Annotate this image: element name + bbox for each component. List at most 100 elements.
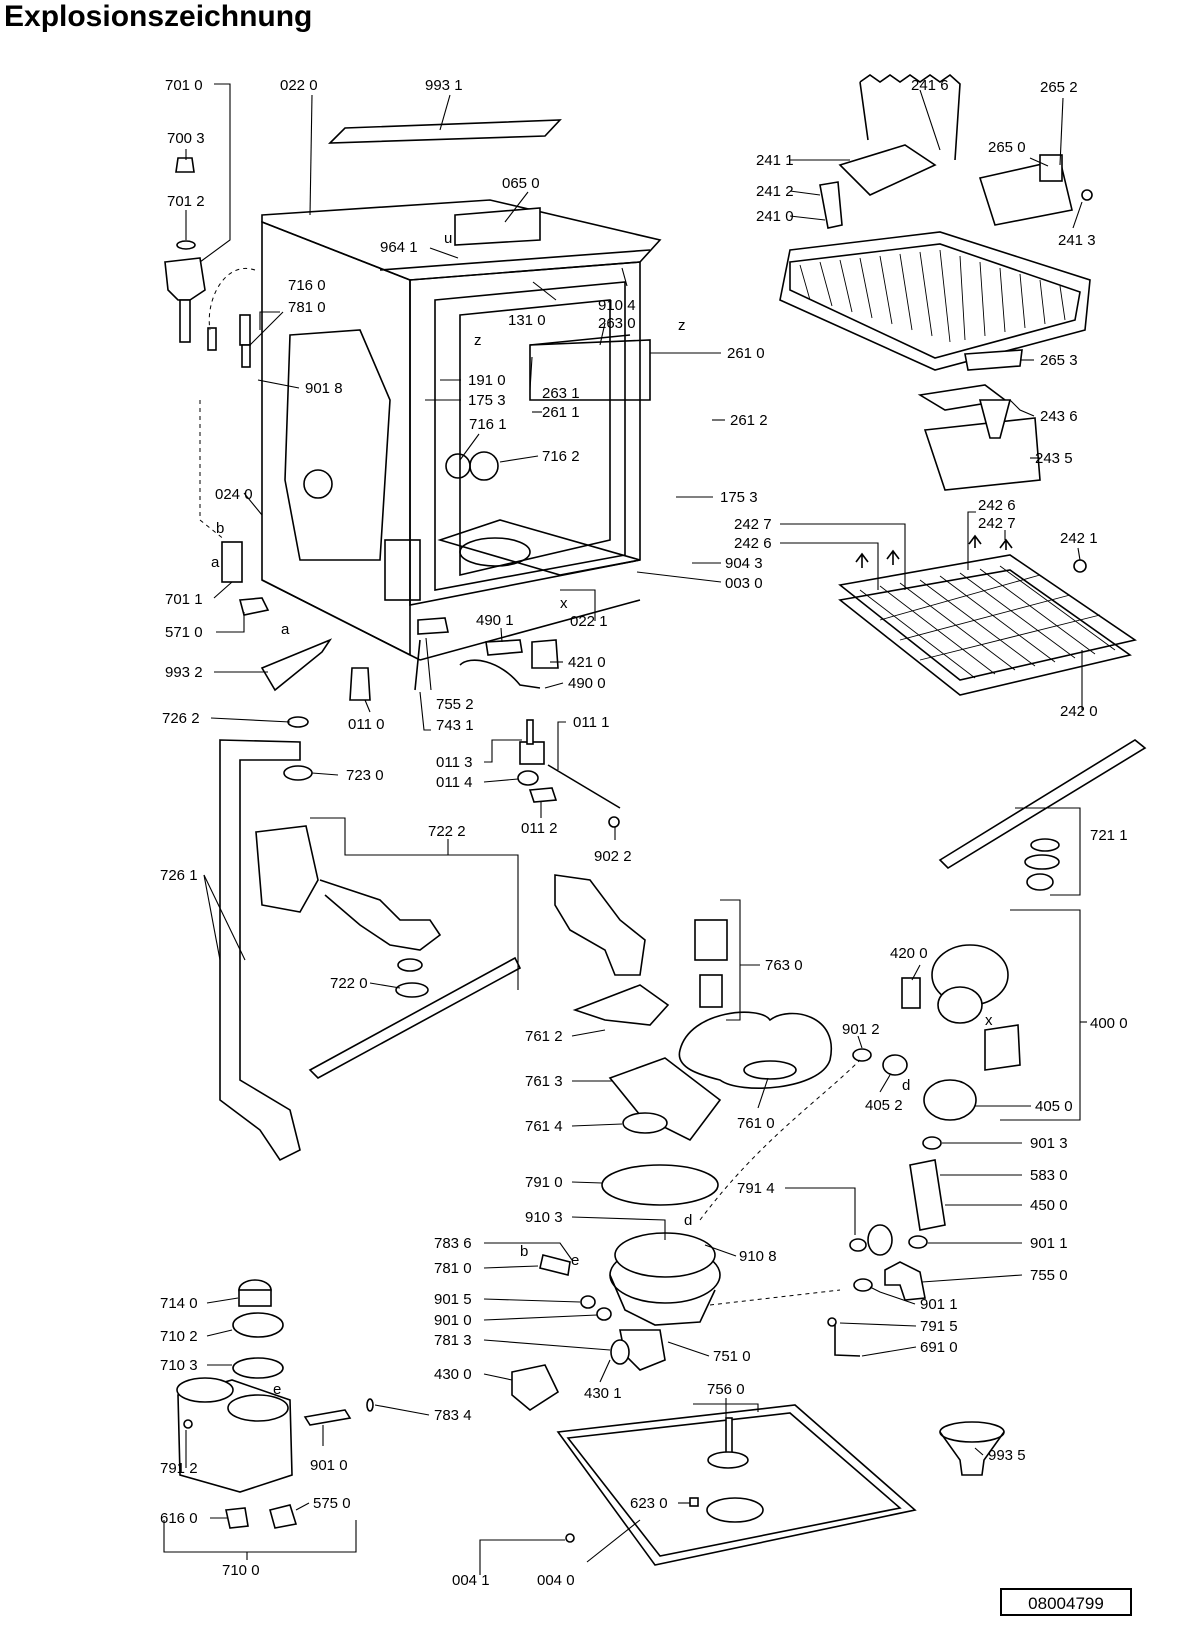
ref-letter: x — [560, 595, 568, 612]
seal-strip-part — [328, 119, 562, 144]
part-label: 901 2 — [842, 1021, 880, 1038]
part-label: 022 1 — [570, 613, 608, 630]
wiring-parts-group — [414, 617, 621, 828]
part-label: 691 0 — [920, 1339, 958, 1356]
part-label: 726 2 — [162, 710, 200, 727]
part-label: 400 0 — [1090, 1015, 1128, 1032]
sump-filter-part — [554, 874, 833, 1206]
reference-letters: b a a b x z z d d e e x u — [211, 230, 993, 1398]
ref-letter: z — [678, 317, 686, 334]
part-label: 242 7 — [734, 516, 772, 533]
part-label: 004 1 — [452, 1572, 490, 1589]
lower-basket-part — [838, 534, 1137, 696]
part-label: 265 3 — [1040, 352, 1078, 369]
part-label: 405 2 — [865, 1097, 903, 1114]
part-label: 011 0 — [348, 716, 384, 733]
lower-spray-arm-part — [219, 716, 522, 1162]
part-label: 993 1 — [425, 77, 463, 94]
part-label: 242 1 — [1060, 530, 1098, 547]
ref-letter: e — [571, 1252, 579, 1269]
part-label: 901 0 — [310, 1457, 348, 1474]
part-label: 722 0 — [330, 975, 368, 992]
part-label: 761 2 — [525, 1028, 563, 1045]
ref-letter: x — [985, 1012, 993, 1029]
part-label: 901 1 — [920, 1296, 958, 1313]
part-label: 003 0 — [725, 575, 763, 592]
part-label: 022 0 — [280, 77, 318, 94]
sump-base-part — [511, 1059, 861, 1411]
funnel-part — [939, 1421, 1005, 1476]
part-label: 783 6 — [434, 1235, 472, 1252]
part-label: 901 3 — [1030, 1135, 1068, 1152]
part-label: 781 3 — [434, 1332, 472, 1349]
part-label: 004 0 — [537, 1572, 575, 1589]
part-label: 710 2 — [160, 1328, 198, 1345]
part-label: 993 2 — [165, 664, 203, 681]
part-label: 904 3 — [725, 555, 763, 572]
part-label: 791 2 — [160, 1460, 198, 1477]
part-label: 131 0 — [508, 312, 546, 329]
part-label: 242 6 — [978, 497, 1016, 514]
part-label: 011 3 — [436, 754, 472, 771]
part-label: 910 4 — [598, 297, 636, 314]
ref-letter: z — [474, 332, 482, 349]
part-label: 714 0 — [160, 1295, 198, 1312]
ref-letter: e — [273, 1381, 281, 1398]
part-label: 430 1 — [584, 1385, 622, 1402]
part-label: 571 0 — [165, 624, 203, 641]
part-label: 743 1 — [436, 717, 474, 734]
part-label: 723 0 — [346, 767, 384, 784]
ref-letter: u — [444, 230, 452, 247]
part-label: 265 0 — [988, 139, 1026, 156]
part-label: 993 5 — [988, 1447, 1026, 1464]
part-label: 011 2 — [521, 820, 557, 837]
part-label: 901 8 — [305, 380, 343, 397]
part-label: 726 1 — [160, 867, 198, 884]
upper-basket-part — [779, 73, 1093, 491]
part-label: 241 6 — [911, 77, 949, 94]
part-label: 261 0 — [727, 345, 765, 362]
part-label: 243 5 — [1035, 450, 1073, 467]
ref-letter: b — [520, 1243, 528, 1260]
part-label: 241 3 — [1058, 232, 1096, 249]
part-label: 065 0 — [502, 175, 540, 192]
part-label: 716 2 — [542, 448, 580, 465]
part-label: 616 0 — [160, 1510, 198, 1527]
part-label: 011 4 — [436, 774, 472, 791]
part-label: 263 0 — [598, 315, 636, 332]
part-label: 405 0 — [1035, 1098, 1073, 1115]
hinge-parts-group — [164, 157, 371, 701]
part-label: 761 3 — [525, 1073, 563, 1090]
part-label: 011 1 — [573, 714, 609, 731]
part-label: 901 1 — [1030, 1235, 1068, 1252]
ref-letter: a — [211, 554, 220, 571]
part-label: 755 2 — [436, 696, 474, 713]
part-label: 242 6 — [734, 535, 772, 552]
part-label: 901 5 — [434, 1291, 472, 1308]
part-label: 241 0 — [756, 208, 794, 225]
tub-housing-part — [261, 199, 662, 661]
part-label: 761 4 — [525, 1118, 563, 1135]
page-title: Explosionszeichnung — [4, 0, 313, 33]
part-label: 964 1 — [380, 239, 418, 256]
ref-letter: d — [684, 1212, 692, 1229]
part-label: 791 5 — [920, 1318, 958, 1335]
part-label: 421 0 — [568, 654, 606, 671]
part-label: 265 2 — [1040, 79, 1078, 96]
circulation-pump-part — [827, 944, 1021, 1357]
part-label: 701 1 — [165, 591, 203, 608]
part-label: 716 0 — [288, 277, 326, 294]
part-label: 902 2 — [594, 848, 632, 865]
part-label: 701 0 — [165, 77, 203, 94]
part-label: 242 7 — [978, 515, 1016, 532]
part-label: 623 0 — [630, 1495, 668, 1512]
part-label: 710 0 — [222, 1562, 260, 1579]
part-label: 430 0 — [434, 1366, 472, 1383]
part-label: 791 0 — [525, 1174, 563, 1191]
part-label: 024 0 — [215, 486, 253, 503]
part-label: 450 0 — [1030, 1197, 1068, 1214]
part-label: 700 3 — [167, 130, 205, 147]
part-label: 763 0 — [765, 957, 803, 974]
ref-letter: d — [902, 1077, 910, 1094]
part-label: 261 2 — [730, 412, 768, 429]
